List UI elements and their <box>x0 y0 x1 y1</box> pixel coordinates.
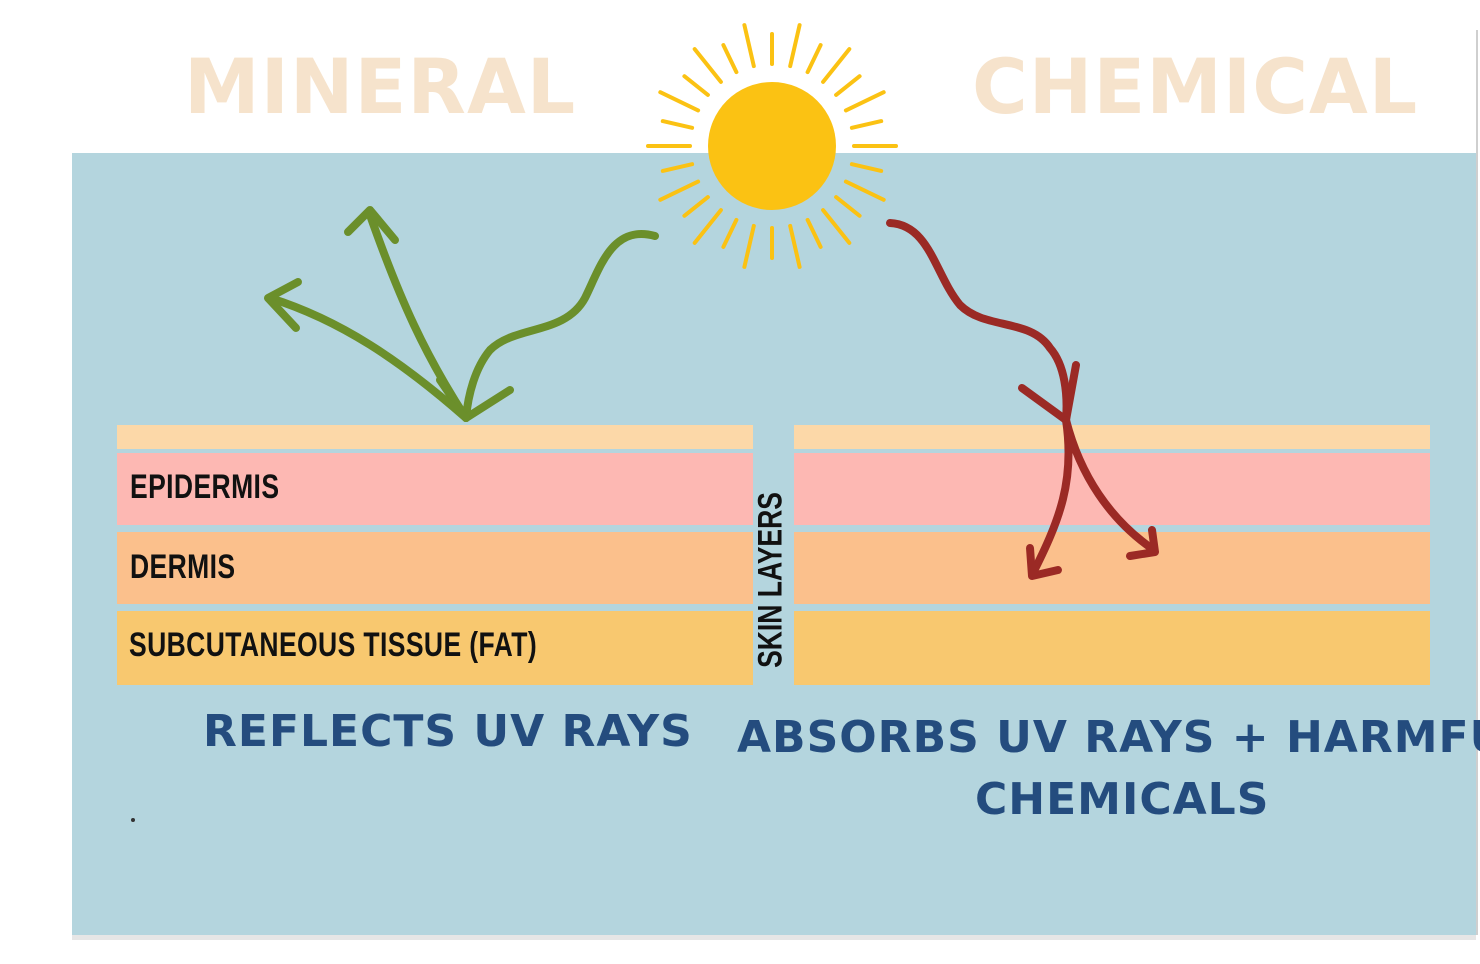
right-subcutaneous-layer <box>794 611 1430 685</box>
left-epidermis-layer: EPIDERMIS <box>117 453 753 525</box>
sun-ray <box>658 90 701 113</box>
right-skin-surface <box>794 425 1430 449</box>
caption-absorbs-line2: CHEMICALS <box>975 774 1270 825</box>
sun-ray <box>682 74 710 97</box>
skin-layers-text: SKIN LAYERS <box>751 492 790 668</box>
sun-ray <box>660 119 695 130</box>
sun-ray <box>692 47 723 84</box>
subcutaneous-label: SUBCUTANEOUS TISSUE (FAT) <box>129 626 538 664</box>
heading-chemical: CHEMICAL <box>972 42 1419 131</box>
right-dermis-layer <box>794 532 1430 604</box>
sun-ray <box>805 43 823 75</box>
stray-dot <box>131 818 135 822</box>
sun-ray <box>742 23 756 69</box>
panel-bottom-edge <box>72 935 1476 940</box>
sun-ray <box>843 90 886 113</box>
right-epidermis-layer <box>794 453 1430 525</box>
sun-ray <box>721 43 739 75</box>
heading-mineral: MINERAL <box>184 42 577 131</box>
left-skin-surface <box>117 425 753 449</box>
caption-reflects: REFLECTS UV RAYS <box>203 706 693 757</box>
skin-layers-label: SKIN LAYERS <box>752 467 791 692</box>
left-subcutaneous-layer: SUBCUTANEOUS TISSUE (FAT) <box>117 611 753 685</box>
sun-ray <box>821 47 852 84</box>
sun-ray <box>788 23 802 69</box>
page-edge <box>1476 30 1478 935</box>
dermis-label: DERMIS <box>130 548 236 586</box>
sun-ray <box>849 119 884 130</box>
caption-absorbs-line1: ABSORBS UV RAYS + HARMFUL <box>737 712 1480 763</box>
left-dermis-layer: DERMIS <box>117 532 753 604</box>
epidermis-label: EPIDERMIS <box>130 468 280 506</box>
sun-ray <box>834 74 862 97</box>
